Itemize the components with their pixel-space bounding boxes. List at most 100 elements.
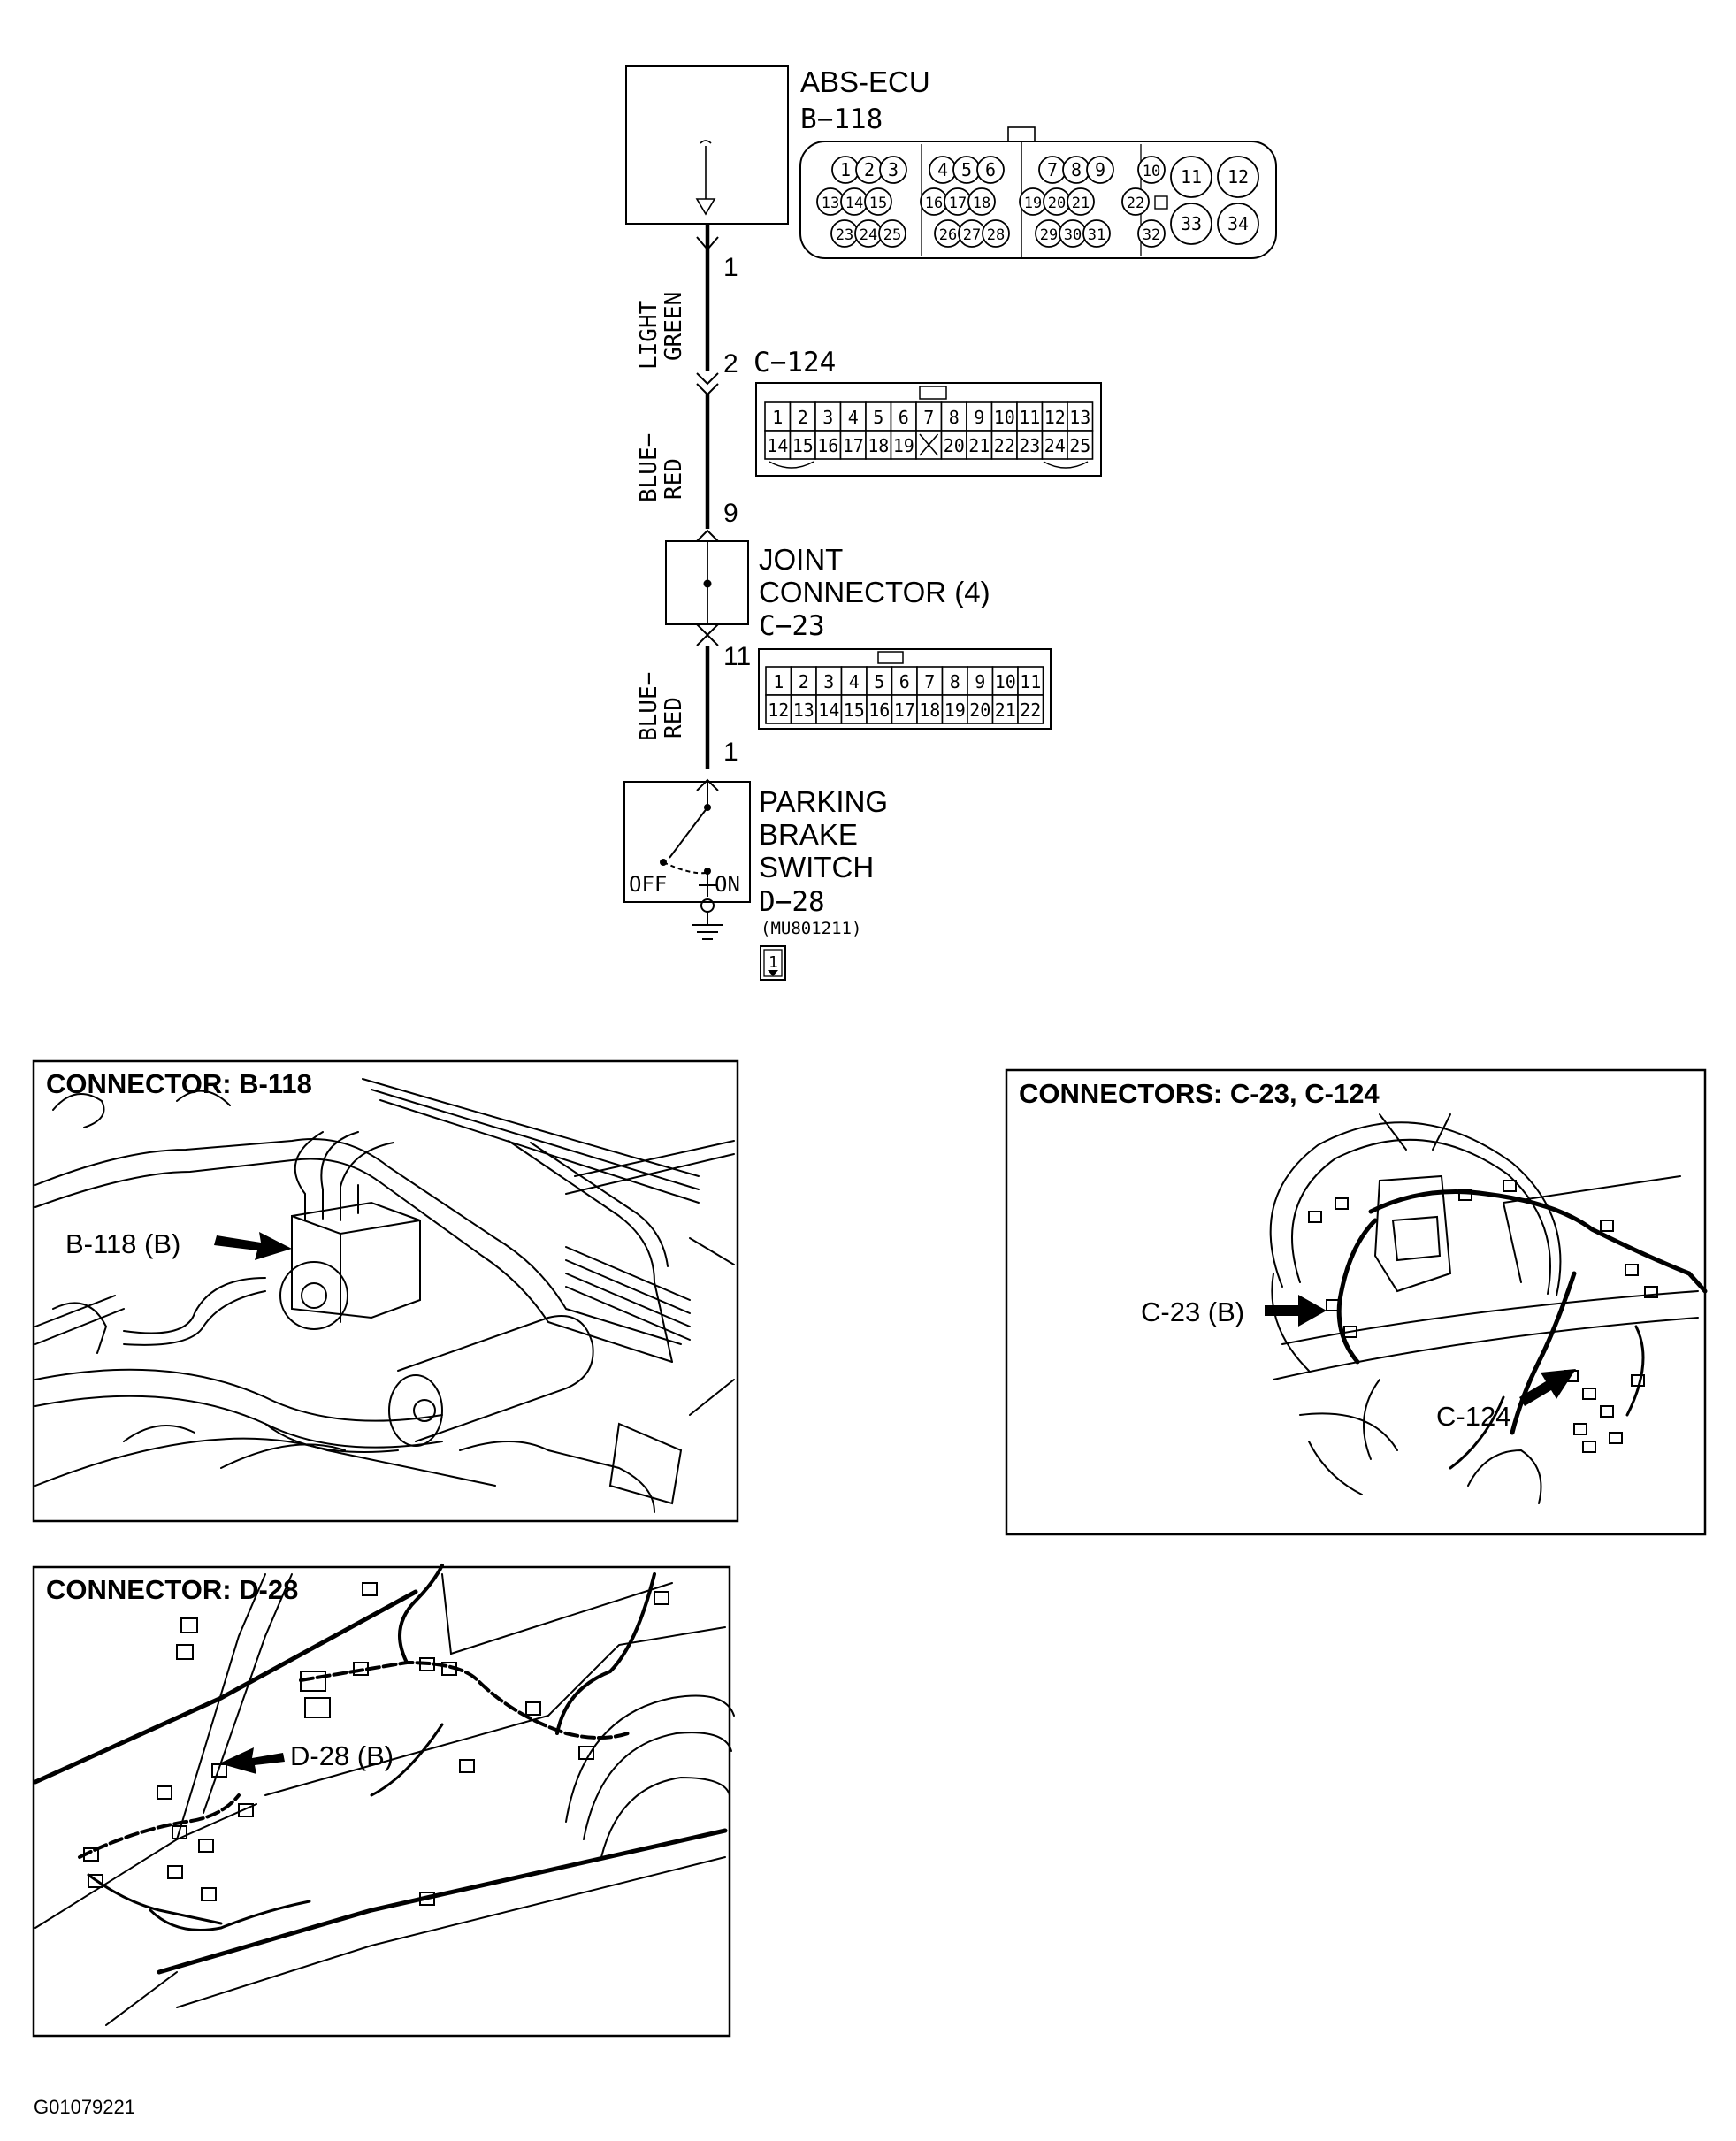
- callout-c23: C-23 (B): [1141, 1296, 1244, 1327]
- abs-pin-number: 5: [961, 159, 972, 180]
- abs-pin-number: 28: [987, 226, 1005, 244]
- switch-pin-arrow: [768, 970, 778, 976]
- c124-pin-cell: [1041, 430, 1068, 460]
- c124-pin-cell: [966, 430, 993, 460]
- c124-pin-cell: [1041, 401, 1068, 432]
- c124-pin-number: 17: [843, 435, 864, 456]
- abs-pin-number: 3: [888, 159, 899, 180]
- callout-c23-arrow: [1265, 1295, 1327, 1327]
- c124-pin-cell: [764, 401, 792, 432]
- abs-pin-number: 19: [1024, 195, 1042, 212]
- switch-part-number: (MU801211): [761, 919, 861, 938]
- c23-pin-number: 10: [995, 671, 1016, 692]
- abs-pin-number: 22: [1127, 195, 1144, 212]
- c23-pin-number: 14: [818, 700, 839, 721]
- c23-pin-number: 16: [868, 700, 890, 721]
- c124-pin-number: 11: [1019, 407, 1040, 428]
- c124-pin-cell: [890, 430, 917, 460]
- c23-pin-number: 6: [899, 671, 910, 692]
- c23-pin-cell: [1017, 694, 1044, 724]
- abs-pin-number: 34: [1227, 213, 1249, 234]
- abs-ecu-box: [625, 65, 789, 225]
- c23-pin-cell: [1017, 666, 1044, 696]
- pin-label-11: 11: [723, 642, 751, 671]
- abs-pin-number: 13: [822, 195, 839, 212]
- c23-pin-cell: [815, 666, 843, 696]
- c124-pin-number: 8: [949, 407, 960, 428]
- c23-pin-cell: [967, 694, 994, 724]
- switch-title-line3: SWITCH: [759, 851, 874, 883]
- c124-pin-number: 4: [848, 407, 859, 428]
- abs-pin-number: 15: [869, 195, 887, 212]
- switch-on-label: ON: [715, 872, 740, 897]
- c124-pin-number: 22: [994, 435, 1015, 456]
- abs-ecu-code: B−118: [800, 103, 883, 135]
- abs-ecu-title: ABS-ECU: [800, 65, 930, 98]
- abs-pin-number: 20: [1048, 195, 1066, 212]
- abs-pin-number: 23: [836, 226, 853, 244]
- abs-pin-number: 24: [860, 226, 877, 244]
- c124-pin-number: 2: [798, 407, 808, 428]
- abs-pin: [1082, 219, 1111, 248]
- c23-pin-cell: [891, 666, 918, 696]
- c124-pin-number: 21: [968, 435, 990, 456]
- wire-label-blue-2: BLUE−: [636, 672, 662, 741]
- panel-d28-title: CONNECTOR: D-28: [46, 1574, 298, 1605]
- pin-label-1b: 1: [723, 738, 738, 767]
- abs-pin-number: 17: [949, 195, 967, 212]
- c124-pin-cell: [839, 401, 867, 432]
- c23-pin-number: 21: [995, 700, 1016, 721]
- c124-pin-number: 7: [923, 407, 934, 428]
- switch-code: D−28: [759, 886, 825, 918]
- c124-pin-number: 3: [822, 407, 833, 428]
- abs-pin-number: 12: [1227, 166, 1249, 187]
- c124-pin-cell: [789, 430, 816, 460]
- abs-pin: [878, 219, 906, 248]
- abs-pin-number: 31: [1088, 226, 1105, 244]
- c124-pin-number: 18: [868, 435, 889, 456]
- abs-pin-number: 18: [973, 195, 990, 212]
- c124-pin-number: 6: [899, 407, 909, 428]
- c124-pin-number: 5: [873, 407, 883, 428]
- c23-pin-number: 13: [793, 700, 814, 721]
- c124-pin-cell: [1067, 430, 1094, 460]
- connector-mark-switch: [696, 778, 719, 791]
- pin-label-1: 1: [723, 253, 738, 282]
- c124-pin-number: 25: [1069, 435, 1090, 456]
- c124-pin-number: 19: [893, 435, 914, 456]
- abs-pin-number: 1: [840, 159, 851, 180]
- panel-c23-c124: CONNECTORS: C-23, C-124 C-23 (B) C-124: [1005, 1068, 1708, 1536]
- abs-pin-number: 10: [1143, 163, 1160, 180]
- joint-title-line1: JOINT: [759, 543, 843, 576]
- c124-pin-cell: [940, 430, 967, 460]
- c23-pin-cell: [991, 694, 1019, 724]
- c124-pin-number: 23: [1019, 435, 1040, 456]
- wire-label-red-1: RED: [661, 458, 687, 500]
- c23-pin-number: 1: [773, 671, 784, 692]
- pin-label-2: 2: [723, 349, 738, 378]
- joint-title-line2: CONNECTOR (4): [759, 576, 990, 608]
- abs-pin-number: 30: [1064, 226, 1082, 244]
- c23-pin-cell: [916, 666, 944, 696]
- abs-pin: [1067, 187, 1095, 216]
- c23-pin-number: 20: [969, 700, 990, 721]
- c124-pin-cell: [1016, 430, 1044, 460]
- c23-pin-number: 19: [944, 700, 966, 721]
- abs-pin-large: [1170, 203, 1212, 245]
- c124-pin-number: 9: [974, 407, 984, 428]
- wire-label-light: LIGHT: [636, 300, 662, 370]
- connector-mark-c124-top: [696, 372, 719, 396]
- callout-b118-arrow: [214, 1232, 292, 1260]
- c124-pin-cell: [990, 430, 1018, 460]
- abs-pin: [1137, 219, 1166, 248]
- callout-d28: D-28 (B): [290, 1740, 394, 1771]
- abs-pin-number: 14: [845, 195, 863, 212]
- c124-pin-number: 1: [772, 407, 783, 428]
- connector-mark-joint-bottom: [696, 623, 719, 637]
- c23-pin-number: 5: [874, 671, 884, 692]
- switch-symbol: [660, 782, 716, 897]
- switch-title-line2: BRAKE: [759, 818, 858, 851]
- abs-pin-number: 33: [1181, 213, 1202, 234]
